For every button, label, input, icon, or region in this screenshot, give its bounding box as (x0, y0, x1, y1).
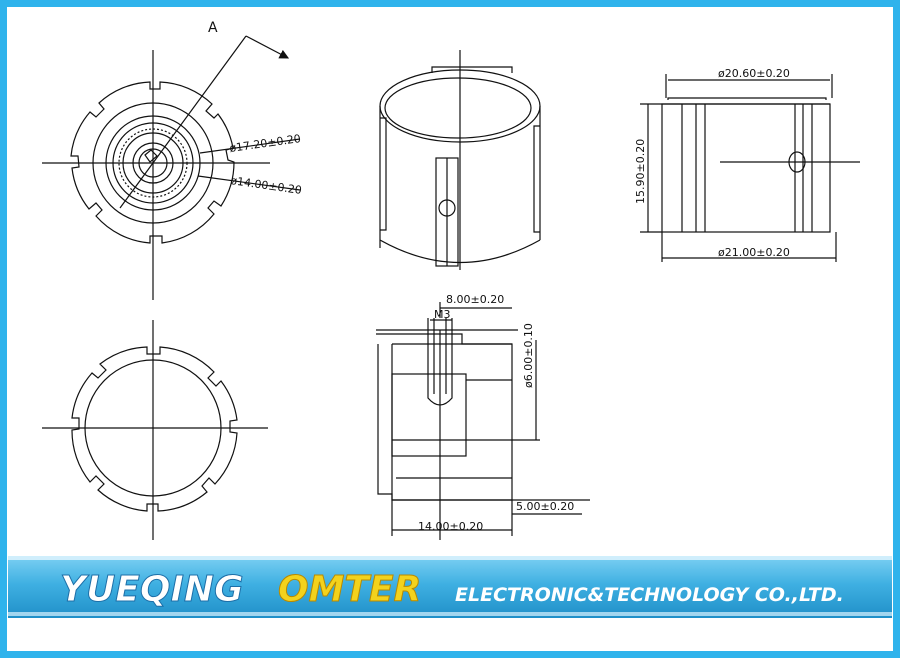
front-view (42, 35, 301, 300)
brand-name: YUEQING (60, 569, 244, 610)
company-tagline: ELECTRONIC&TECHNOLOGY CO.,LTD. (455, 584, 844, 606)
dim-shaft-depth: 5.00±0.20 (516, 500, 574, 513)
dim-height: 15.90±0.20 (634, 139, 647, 204)
company-banner: YUEQING OMTER ELECTRONIC&TECHNOLOGY CO.,… (8, 556, 892, 618)
dim-shaft-dia: ø6.00±0.10 (522, 323, 535, 388)
dim-top-dia: ø20.60±0.20 (718, 67, 790, 80)
section-view (376, 302, 590, 540)
dim-bore-depth: 8.00±0.20 (446, 293, 504, 306)
brand-accent: OMTER (278, 569, 421, 610)
bottom-view (42, 320, 268, 540)
dim-thread: M3 (434, 308, 451, 321)
section-marker: A (208, 20, 218, 36)
perspective-view (379, 50, 541, 270)
dim-bottom-dia: ø21.00±0.20 (718, 246, 790, 259)
dim-overall-length: 14.00±0.20 (418, 520, 483, 533)
dim-inner-dia: ø14.00±0.20 (230, 174, 303, 197)
side-view (640, 74, 860, 262)
dim-outer-dia: ø17.20±0.20 (229, 132, 302, 155)
